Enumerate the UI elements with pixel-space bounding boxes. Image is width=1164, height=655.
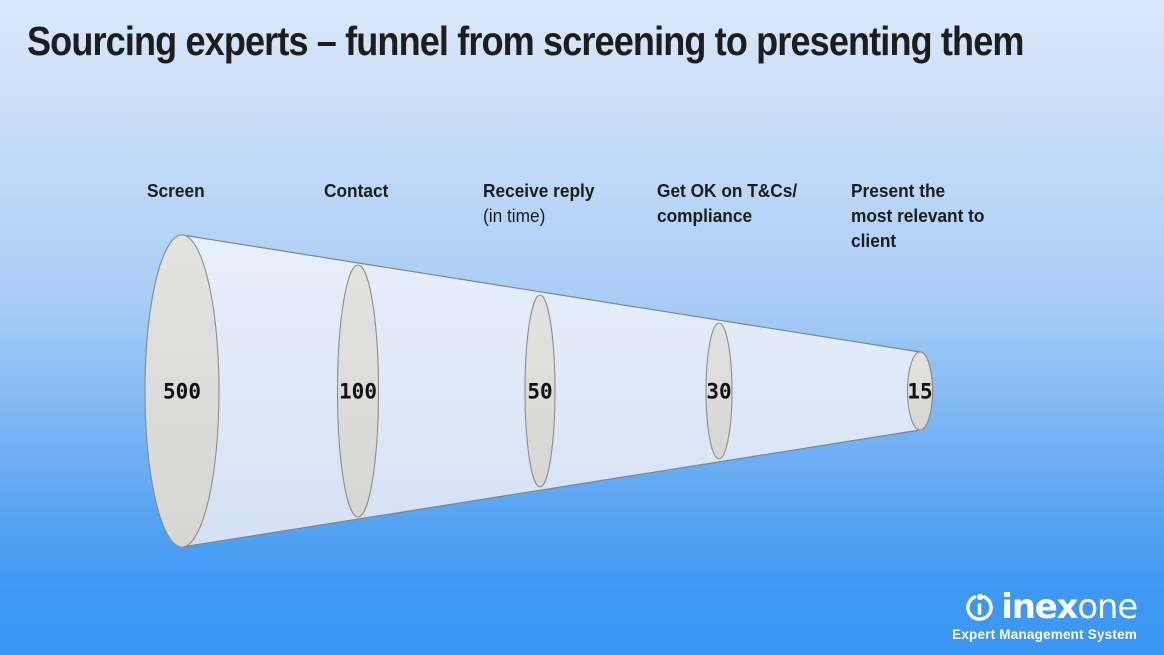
- funnel-stage-ellipse-2: [336, 264, 380, 518]
- stage-label-4: Get OK on T&Cs/compliance: [657, 179, 797, 229]
- stage-label-line: Receive reply: [483, 181, 595, 201]
- stage-label-line: Get OK on T&Cs/: [657, 181, 798, 201]
- stage-label-1: Screen: [147, 179, 205, 204]
- stage-value-2: 100: [339, 380, 377, 404]
- page-title: Sourcing experts – funnel from screening…: [27, 18, 1024, 64]
- funnel-stage-ellipse-4: [705, 322, 733, 460]
- funnel-stage-ellipse-5: [906, 351, 934, 431]
- stage-value-3: 50: [527, 380, 552, 404]
- inexone-logo: inexone Expert Management System: [952, 587, 1138, 642]
- stage-label-line: compliance: [657, 206, 753, 226]
- stage-label-line: client: [851, 231, 897, 251]
- stage-value-5: 15: [907, 380, 932, 404]
- stage-label-line: Contact: [324, 181, 389, 201]
- stage-sublabel: (in time): [483, 206, 546, 226]
- funnel-stage-ellipse-1: [144, 234, 220, 548]
- brand-name: inexone: [1001, 587, 1138, 627]
- brand-tagline: Expert Management System: [952, 627, 1137, 642]
- stage-label-2: Contact: [324, 179, 388, 204]
- stage-label-line: Screen: [147, 181, 205, 201]
- stage-label-5: Present the most relevant to client: [851, 179, 984, 254]
- stage-value-4: 30: [706, 380, 731, 404]
- stage-label-line: most relevant to: [851, 206, 985, 226]
- stage-label-line: Present the: [851, 181, 946, 201]
- brand-name-light: one: [1077, 587, 1138, 627]
- inexone-logo-icon: [966, 593, 994, 621]
- funnel-stage-ellipse-3: [524, 294, 556, 488]
- brand-name-bold: inex: [1001, 587, 1078, 627]
- logo-row: inexone: [952, 587, 1138, 627]
- stage-label-3: Receive reply (in time): [483, 179, 594, 229]
- stage-value-1: 500: [163, 380, 201, 404]
